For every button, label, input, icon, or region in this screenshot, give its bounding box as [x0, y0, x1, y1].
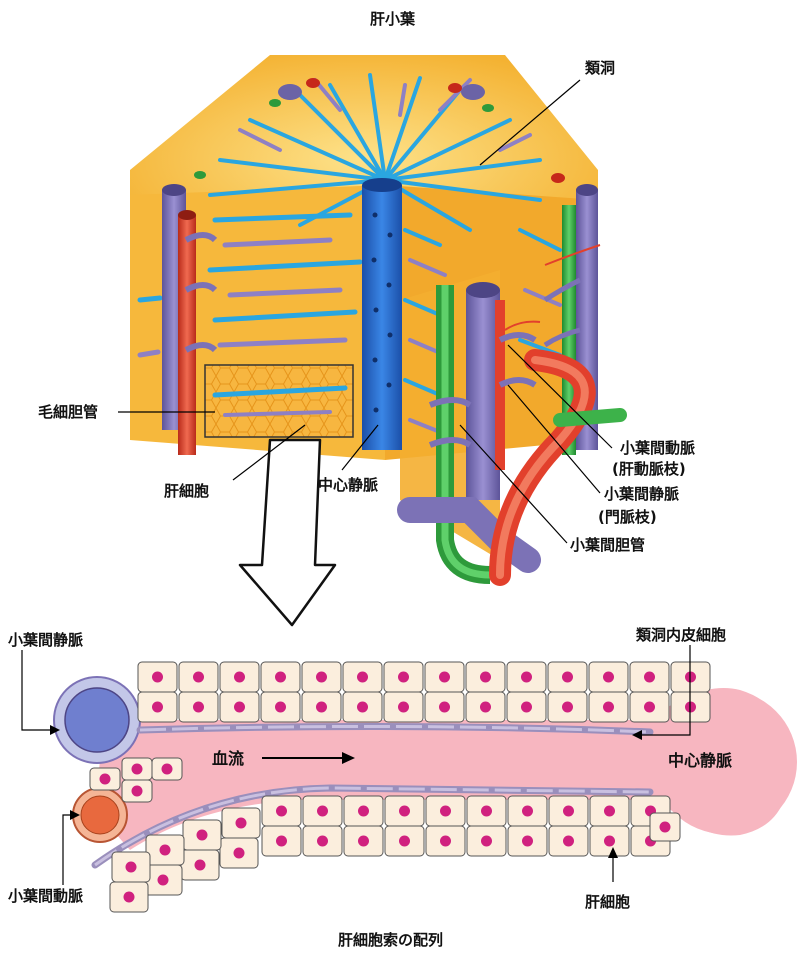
nucleus — [603, 701, 614, 713]
nucleus — [522, 805, 533, 817]
label-hepatocyte-bottom: 肝細胞 — [585, 893, 630, 911]
nucleus — [193, 701, 204, 713]
nucleus — [275, 671, 286, 683]
nucleus — [123, 891, 135, 903]
nucleus — [234, 671, 245, 683]
nucleus — [481, 835, 492, 847]
nucleus — [317, 805, 328, 817]
nucleus — [317, 835, 328, 847]
label-sinusoid-endothelium: 類洞内皮細胞 — [635, 626, 726, 644]
central-vein-column — [362, 185, 402, 450]
portal-triad-foreground — [397, 282, 627, 586]
nucleus — [604, 835, 615, 847]
nucleus — [644, 701, 655, 713]
nucleus — [357, 701, 368, 713]
nucleus — [398, 701, 409, 713]
nucleus — [398, 671, 409, 683]
nucleus — [276, 835, 287, 847]
portal-triad-left — [162, 184, 218, 455]
nucleus — [233, 847, 245, 859]
nucleus — [357, 671, 368, 683]
nucleus — [152, 671, 163, 683]
hepatic-cord-illustration — [21, 645, 797, 913]
nucleus — [399, 805, 410, 817]
label-interlobular-vein-bottom: 小葉間静脈 — [8, 631, 83, 649]
nucleus — [439, 701, 450, 713]
label-central-vein-top: 中心静脈 — [318, 476, 378, 494]
nucleus — [131, 763, 143, 775]
nucleus — [562, 671, 573, 683]
nucleus — [603, 671, 614, 683]
label-interlobular-artery-2: (肝動脈枝) — [612, 460, 686, 478]
nucleus — [276, 805, 287, 817]
upper-hepatocyte-cord — [137, 661, 711, 723]
nucleus — [563, 805, 574, 817]
lobule-3d-illustration — [130, 55, 627, 586]
nucleus — [440, 805, 451, 817]
label-interlobular-bile-duct: 小葉間胆管 — [570, 536, 645, 554]
label-central-vein-bottom: 中心静脈 — [668, 751, 732, 770]
nucleus — [481, 805, 492, 817]
nucleus — [659, 821, 671, 833]
zoom-arrow — [238, 438, 337, 627]
nucleus — [316, 701, 327, 713]
hepatocyte-cluster — [89, 757, 183, 803]
leader-interlobular-vein — [21, 650, 55, 731]
leader-interlobular-artery — [62, 814, 75, 885]
nucleus — [644, 671, 655, 683]
nucleus — [562, 701, 573, 713]
sinusoids-top — [208, 73, 542, 232]
central-vein-cross-section — [653, 690, 797, 834]
nucleus — [196, 829, 208, 841]
nucleus — [440, 835, 451, 847]
nucleus — [194, 859, 206, 871]
nucleus — [563, 835, 574, 847]
portal-triad-top — [194, 78, 565, 183]
nucleus — [521, 701, 532, 713]
nucleus — [235, 817, 247, 829]
nucleus — [439, 671, 450, 683]
bottom-title: 肝細胞索の配列 — [338, 931, 443, 949]
leader-endothelium — [640, 645, 691, 736]
nucleus — [358, 835, 369, 847]
label-bile-canaliculus: 毛細胆管 — [38, 403, 98, 421]
lower-hepatocyte-cord — [109, 795, 681, 913]
nucleus — [480, 671, 491, 683]
label-hepatocyte-top: 肝細胞 — [164, 482, 209, 500]
top-leader-lines — [118, 79, 613, 544]
nucleus — [152, 701, 163, 713]
nucleus — [159, 844, 171, 856]
label-interlobular-vein-2: (門脈枝) — [598, 508, 657, 526]
nucleus — [157, 874, 169, 886]
label-blood-flow: 血流 — [212, 749, 244, 768]
nucleus — [521, 671, 532, 683]
nucleus — [522, 835, 533, 847]
nucleus — [99, 773, 111, 785]
label-interlobular-artery-bottom: 小葉間動脈 — [8, 887, 83, 905]
nucleus — [399, 835, 410, 847]
nucleus — [316, 671, 327, 683]
nucleus — [358, 805, 369, 817]
nucleus — [480, 701, 491, 713]
nucleus — [161, 763, 173, 775]
nucleus — [131, 785, 143, 797]
nucleus — [125, 861, 137, 873]
label-sinusoid: 類洞 — [584, 59, 615, 77]
label-interlobular-vein-1: 小葉間静脈 — [604, 485, 679, 503]
central-vein-pores — [371, 212, 393, 413]
nucleus — [604, 805, 615, 817]
label-interlobular-artery-1: 小葉間動脈 — [620, 439, 695, 457]
top-title: 肝小葉 — [370, 10, 416, 28]
nucleus — [193, 671, 204, 683]
hepatocyte-inset-box — [204, 364, 354, 438]
nucleus — [275, 701, 286, 713]
nucleus — [234, 701, 245, 713]
